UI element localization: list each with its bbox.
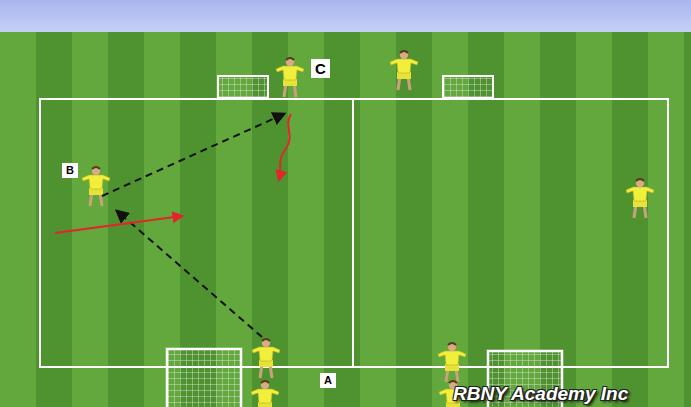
player-label: C: [311, 59, 330, 78]
watermark: RBNY Academy Inc: [453, 384, 628, 403]
player-label: A: [320, 373, 336, 388]
player-label: B: [62, 163, 78, 178]
